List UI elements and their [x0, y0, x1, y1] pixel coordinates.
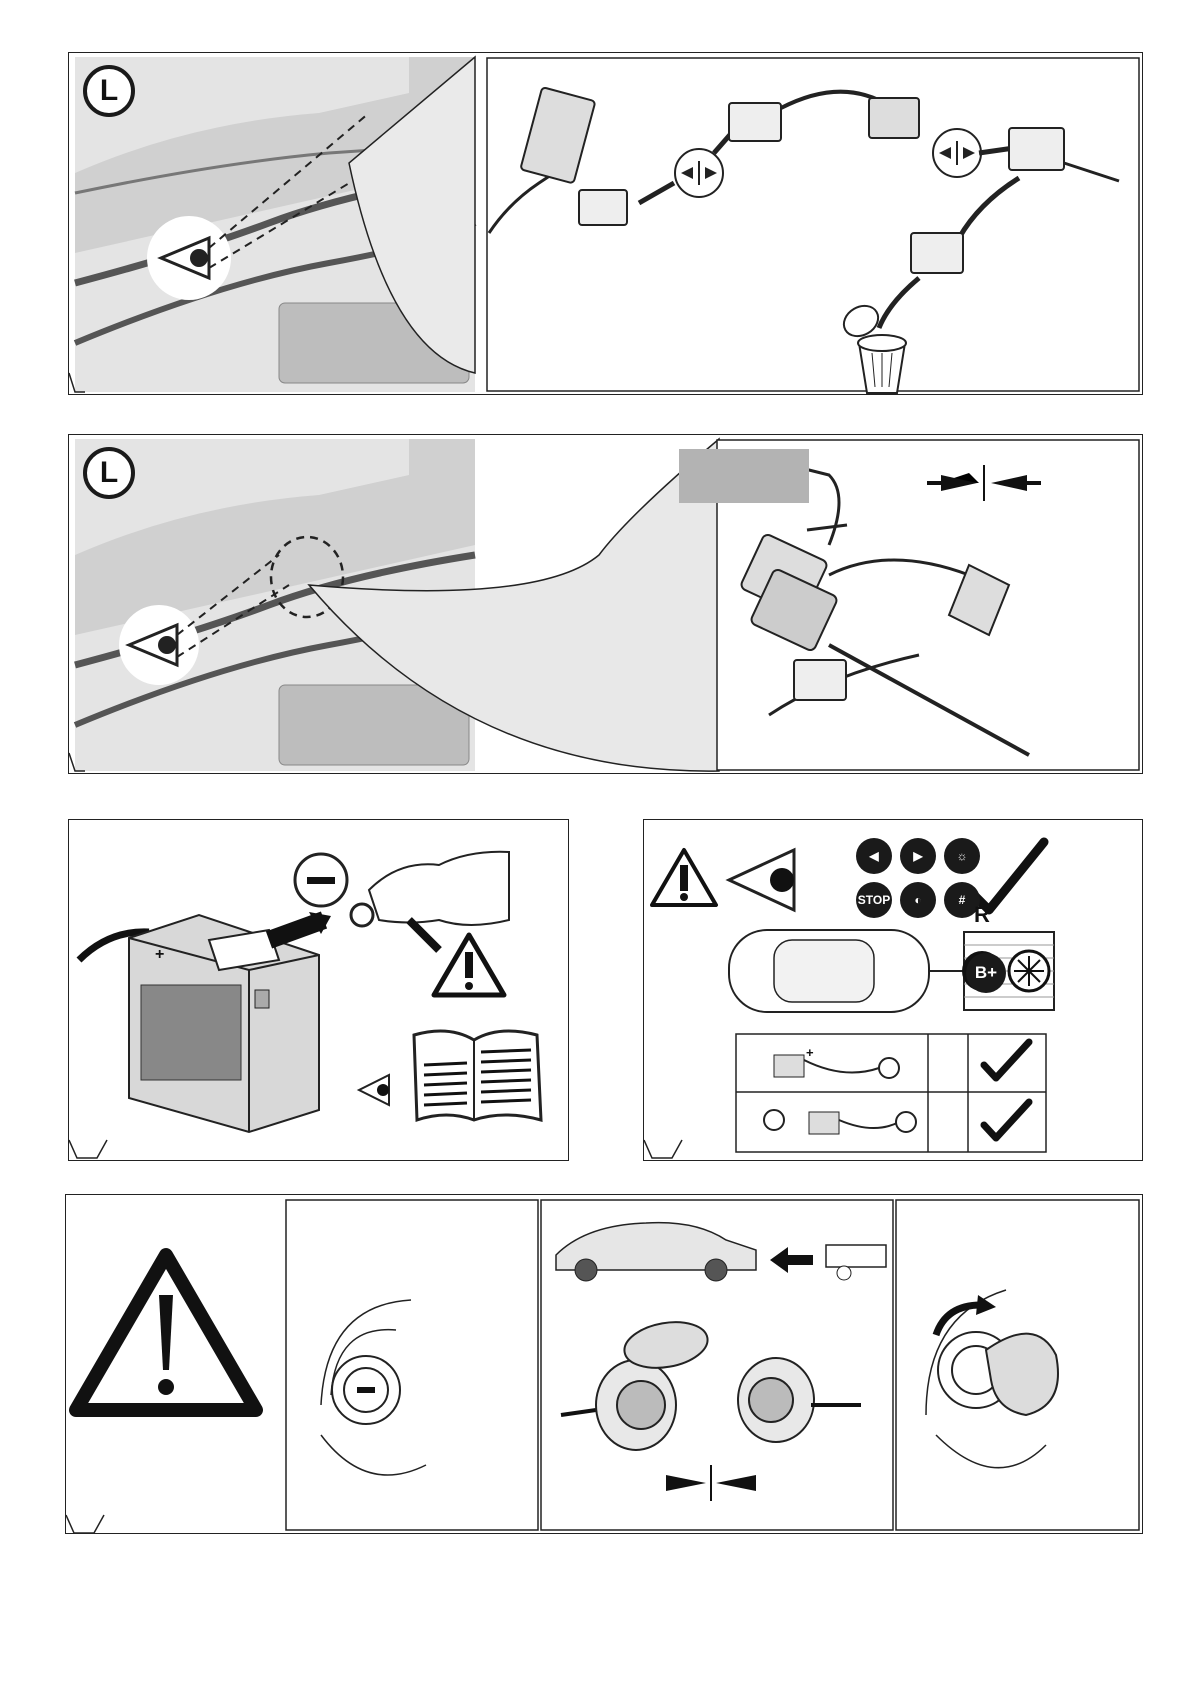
- reverse-label: R: [974, 902, 990, 928]
- tail-light-icon: ☼: [944, 838, 980, 874]
- location-badge-l: L: [83, 65, 135, 117]
- step-5-panel: −: [65, 1194, 1143, 1534]
- location-badge-label: L: [100, 74, 118, 108]
- battery-plus-label: +: [155, 946, 164, 964]
- fog-light-icon: ◐: [900, 882, 936, 918]
- battery-b-plus-icon: B+: [966, 953, 1006, 993]
- b-plus-label: B+: [975, 963, 997, 983]
- function-check-illustration: [644, 820, 1144, 1162]
- stop-label: STOP: [858, 893, 890, 907]
- step-2-panel: L: [68, 434, 1143, 774]
- step-4-panel: ◀ ▶ ☼ STOP ◐ # R B+ +: [643, 819, 1143, 1161]
- step-1-illustration: [69, 53, 1144, 396]
- step-2-illustration: [69, 435, 1144, 775]
- battery-disconnect-illustration: [69, 820, 570, 1162]
- socket-connect-illustration: [66, 1195, 1144, 1535]
- step-1-panel: L: [68, 52, 1143, 395]
- location-badge-l: L: [83, 447, 135, 499]
- turn-right-icon: ▶: [900, 838, 936, 874]
- stop-light-icon: STOP: [856, 882, 892, 918]
- table-plus-label: +: [806, 1045, 814, 1060]
- turn-left-icon: ◀: [856, 838, 892, 874]
- highlight-rect: [679, 449, 809, 503]
- location-badge-label: L: [100, 456, 118, 490]
- step-3-panel: +: [68, 819, 569, 1161]
